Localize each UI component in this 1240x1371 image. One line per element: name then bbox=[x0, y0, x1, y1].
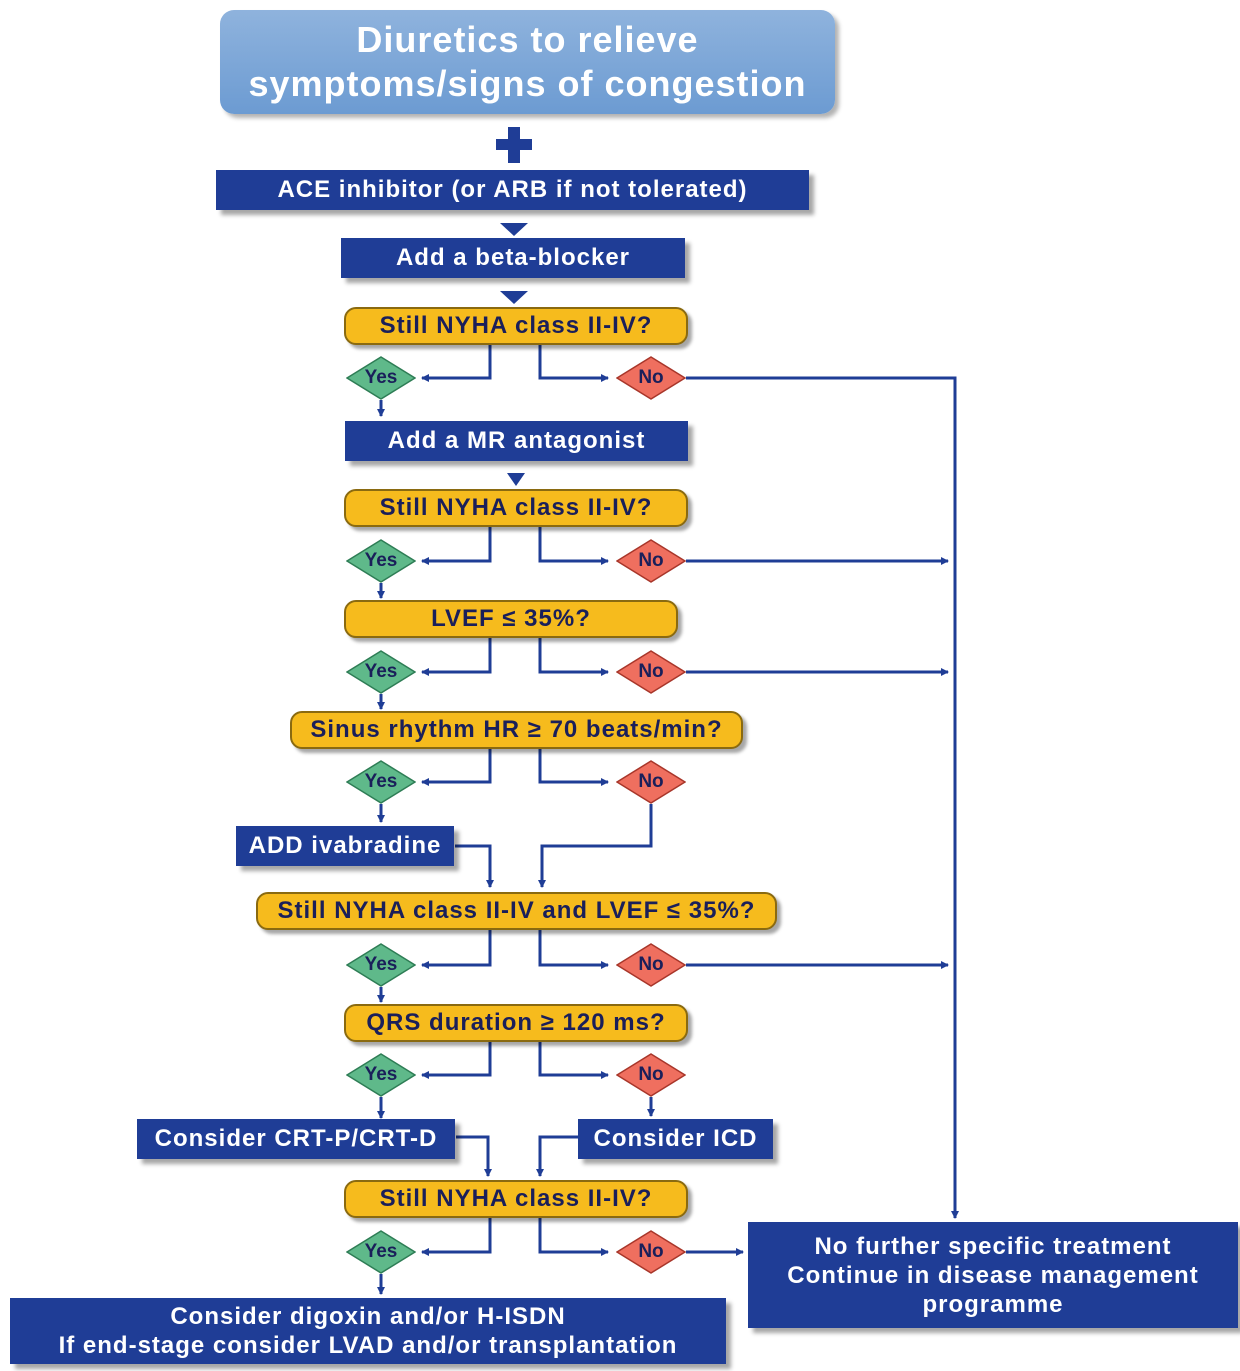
no-diamond: No bbox=[616, 1053, 686, 1097]
final-line-1: Consider digoxin and/or H-ISDN bbox=[170, 1303, 566, 1330]
yes-label: Yes bbox=[364, 367, 398, 388]
question-nyha-1: Still NYHA class II-IV? bbox=[344, 307, 688, 345]
diamond-shape-icon bbox=[616, 760, 686, 804]
diuretics-header: Diuretics to relieve symptoms/signs of c… bbox=[220, 10, 835, 114]
diamond-shape-icon bbox=[346, 1230, 416, 1274]
yes-label: Yes bbox=[364, 1241, 398, 1262]
no-label: No bbox=[638, 954, 664, 975]
yes-diamond: Yes bbox=[346, 760, 416, 804]
diamond-shape-icon bbox=[346, 760, 416, 804]
header-line-2: symptoms/signs of congestion bbox=[248, 63, 807, 104]
yes-label: Yes bbox=[364, 1064, 398, 1085]
no-label: No bbox=[638, 1241, 664, 1262]
diamond-shape-icon bbox=[346, 356, 416, 400]
no-diamond: No bbox=[616, 650, 686, 694]
diamond-shape-icon bbox=[616, 650, 686, 694]
question-nyha-3: Still NYHA class II-IV? bbox=[344, 1180, 688, 1218]
ivabradine-box: ADD ivabradine bbox=[236, 826, 454, 866]
yes-label: Yes bbox=[364, 771, 398, 792]
question-lvef: LVEF ≤ 35%? bbox=[344, 600, 678, 638]
no-further-line-1: No further specific treatment bbox=[814, 1232, 1172, 1260]
beta-blocker-box: Add a beta-blocker bbox=[341, 238, 685, 278]
no-further-treatment-box: No further specific treatment Continue i… bbox=[748, 1222, 1238, 1328]
diamond-shape-icon bbox=[616, 1230, 686, 1274]
final-digoxin-box: Consider digoxin and/or H-ISDN If end-st… bbox=[10, 1298, 726, 1364]
crt-box: Consider CRT-P/CRT-D bbox=[137, 1119, 455, 1159]
question-sinus-rhythm: Sinus rhythm HR ≥ 70 beats/min? bbox=[290, 711, 743, 749]
yes-label: Yes bbox=[364, 550, 398, 571]
header-line-1: Diuretics to relieve bbox=[356, 19, 699, 60]
yes-label: Yes bbox=[364, 954, 398, 975]
icd-box: Consider ICD bbox=[578, 1119, 773, 1159]
no-diamond: No bbox=[616, 356, 686, 400]
question-nyha-2: Still NYHA class II-IV? bbox=[344, 489, 688, 527]
mr-antagonist-box: Add a MR antagonist bbox=[345, 421, 688, 461]
diamond-shape-icon bbox=[346, 650, 416, 694]
yes-diamond: Yes bbox=[346, 539, 416, 583]
diamond-shape-icon bbox=[616, 539, 686, 583]
yes-diamond: Yes bbox=[346, 1230, 416, 1274]
no-label: No bbox=[638, 1064, 664, 1085]
yes-diamond: Yes bbox=[346, 943, 416, 987]
diamond-shape-icon bbox=[616, 943, 686, 987]
diamond-shape-icon bbox=[616, 1053, 686, 1097]
no-label: No bbox=[638, 661, 664, 682]
no-label: No bbox=[638, 771, 664, 792]
question-qrs: QRS duration ≥ 120 ms? bbox=[344, 1004, 688, 1042]
question-nyha-lvef: Still NYHA class II-IV and LVEF ≤ 35%? bbox=[256, 892, 777, 930]
diamond-shape-icon bbox=[346, 1053, 416, 1097]
no-further-line-3: programme bbox=[922, 1290, 1064, 1318]
no-label: No bbox=[638, 367, 664, 388]
yes-diamond: Yes bbox=[346, 356, 416, 400]
no-further-line-2: Continue in disease management bbox=[787, 1261, 1199, 1289]
yes-label: Yes bbox=[364, 661, 398, 682]
yes-diamond: Yes bbox=[346, 1053, 416, 1097]
no-diamond: No bbox=[616, 1230, 686, 1274]
final-line-2: If end-stage consider LVAD and/or transp… bbox=[58, 1332, 678, 1359]
no-label: No bbox=[638, 550, 664, 571]
yes-diamond: Yes bbox=[346, 650, 416, 694]
diamond-shape-icon bbox=[346, 943, 416, 987]
diamond-shape-icon bbox=[346, 539, 416, 583]
no-diamond: No bbox=[616, 760, 686, 804]
ace-inhibitor-box: ACE inhibitor (or ARB if not tolerated) bbox=[216, 170, 809, 210]
diamond-shape-icon bbox=[616, 356, 686, 400]
no-diamond: No bbox=[616, 539, 686, 583]
no-diamond: No bbox=[616, 943, 686, 987]
